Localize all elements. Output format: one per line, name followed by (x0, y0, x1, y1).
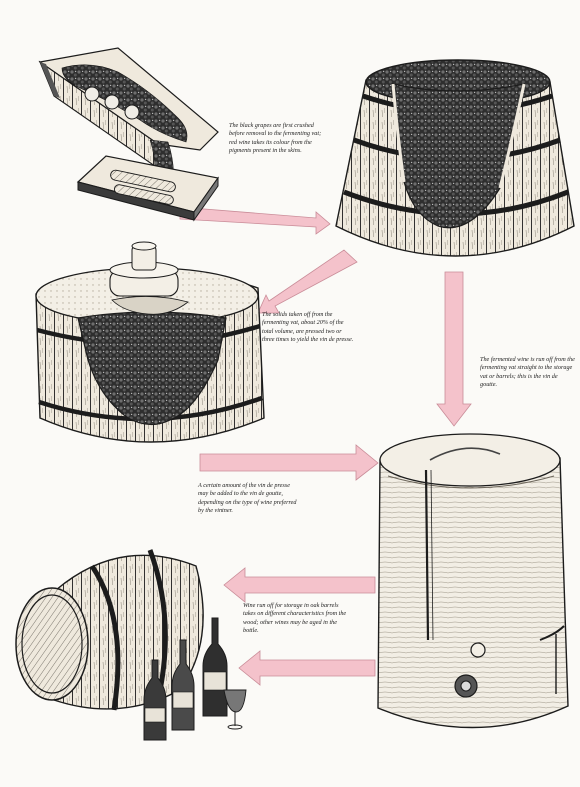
storage-vat-illustration (378, 434, 568, 728)
caption-pressing: The solids taken off from the fermenting… (262, 311, 354, 345)
fermenting-vat-illustration (336, 60, 574, 256)
flow-arrow-press-to-storage-vat (200, 445, 378, 480)
caption-ageing: Wine run off for storage in oak barrels … (243, 602, 349, 636)
flow-arrow-fermenting-vat-to-storage-vat (437, 272, 471, 426)
caption-crushing: The black grapes are first crushed befor… (229, 122, 329, 156)
flow-arrow-storage-vat-to-cask (224, 568, 375, 602)
flow-arrow-fermenting-vat-to-press (258, 250, 357, 313)
wine-bottle (203, 618, 227, 716)
oak-cask-and-bottles-illustration (16, 550, 246, 740)
grape-crusher-illustration (40, 48, 218, 220)
caption-run-off: The fermented wine is run off from the f… (480, 356, 576, 390)
caption-blending: A certain amount of the vin de presse ma… (198, 482, 298, 516)
flow-arrow-storage-vat-to-bottles (239, 651, 375, 685)
wine-press-illustration (36, 242, 264, 442)
